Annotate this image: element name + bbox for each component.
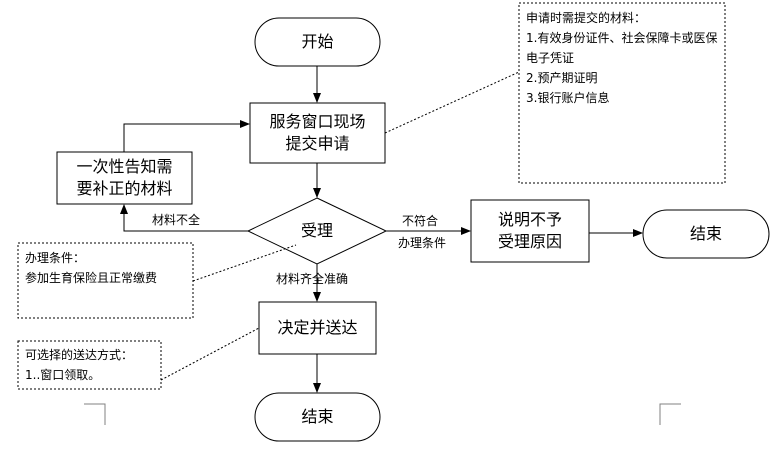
end-right-terminal — [642, 209, 770, 259]
corner-mark-left — [84, 403, 106, 425]
conditions-note-line-1: 参加生育保险且正常缴费 — [25, 271, 158, 285]
edge-label-incomplete: 材料不全 — [152, 213, 201, 227]
arrow-accept-to-notify — [120, 204, 248, 232]
explain-box — [470, 199, 590, 263]
submit-box — [249, 102, 386, 164]
accept-label: 受理 — [300, 221, 333, 240]
arrow-notify-to-submit — [123, 120, 250, 152]
materials-note-box — [518, 2, 726, 184]
submit-label: 服务窗口现场 提交申请 — [269, 112, 366, 153]
delivery-note-title: 可选择的送达方式： — [25, 348, 134, 362]
materials-note: 申请时需提交的材料： 1.有效身份证件、社会保障卡或医保电子凭证 2.预产期证明… — [526, 8, 720, 108]
materials-note-line-3: 3.银行账户信息 — [526, 91, 610, 105]
end-bottom-label: 结束 — [301, 407, 334, 426]
edge-label-not-meet-2: 办理条件 — [398, 236, 447, 250]
notify-label: 一次性告知需 要补正的材料 — [76, 157, 173, 198]
delivery-note: 可选择的送达方式： 1..窗口领取。 — [25, 345, 160, 385]
conditions-note: 办理条件： 参加生育保险且正常缴费 — [25, 248, 189, 288]
decide-box — [258, 301, 377, 355]
corner-mark-right — [659, 403, 681, 425]
end-bottom-terminal — [254, 392, 381, 442]
decide-label: 决定并送达 — [277, 318, 358, 337]
conditions-note-title: 办理条件： — [25, 251, 86, 265]
explain-label: 说明不予 受理原因 — [497, 210, 562, 251]
materials-note-connector — [384, 71, 520, 134]
materials-note-line-1: 1.有效身份证件、社会保障卡或医保电子凭证 — [526, 31, 718, 65]
delivery-note-line-1: 1..窗口领取。 — [25, 368, 101, 382]
materials-note-line-2: 2.预产期证明 — [526, 71, 598, 85]
edge-label-complete: 材料齐全准确 — [276, 272, 349, 286]
delivery-note-connector — [160, 327, 260, 381]
delivery-note-box — [17, 340, 162, 390]
start-label: 开始 — [301, 32, 334, 51]
end-right-label: 结束 — [689, 224, 722, 243]
materials-note-title: 申请时需提交的材料： — [526, 11, 647, 25]
edge-label-not-meet-1: 不符合 — [402, 214, 439, 228]
